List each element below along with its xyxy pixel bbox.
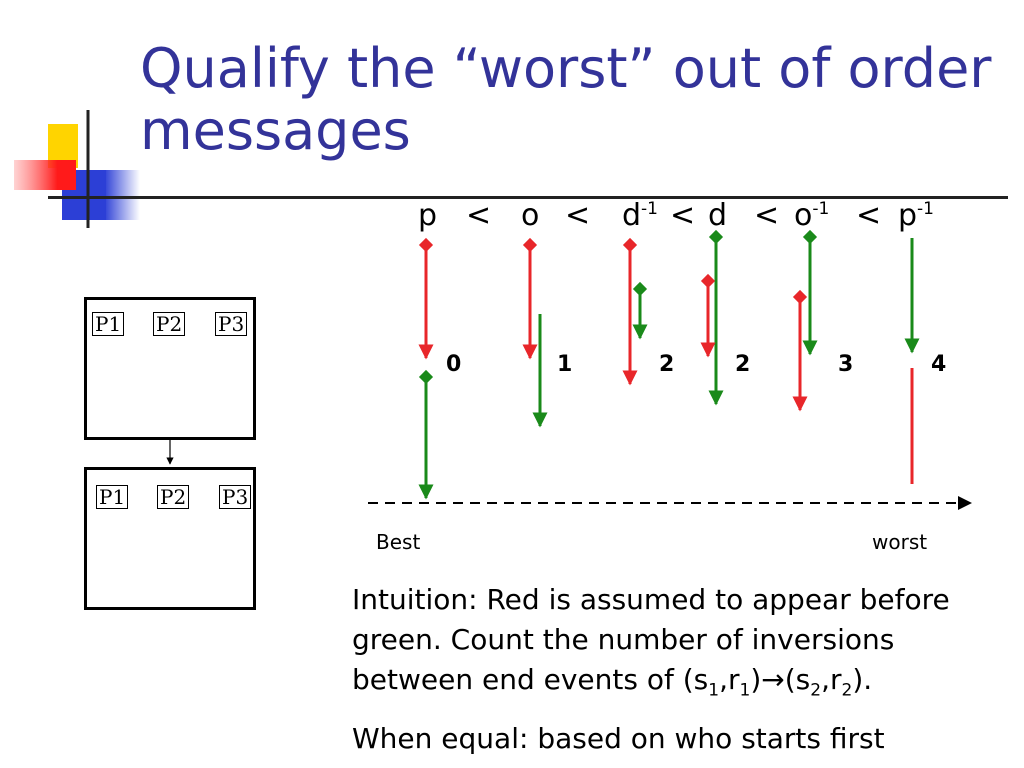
- seq-o-inverse-exp: -1: [812, 199, 830, 219]
- close-paren-1: ): [750, 663, 762, 696]
- p1-label-after: P1: [96, 485, 129, 509]
- p2-label-after: P2: [157, 485, 190, 509]
- sub-2: 2: [810, 680, 822, 701]
- process-box-before: P1 P2 P3: [84, 297, 256, 440]
- count-label-2a: 2: [659, 352, 675, 377]
- seq-d: d: [708, 198, 728, 233]
- process-box-after: P1 P2 P3: [84, 467, 256, 610]
- count-label-1: 1: [557, 352, 573, 377]
- p3-label-after: P3: [219, 485, 252, 509]
- intuition-line-1: Intuition: Red is assumed to appear befo…: [352, 583, 950, 616]
- count-label-4: 4: [931, 352, 947, 377]
- intuition-line-3: between end events of (s1,r1)→(s2,r2).: [352, 660, 1012, 711]
- seq-lt-4: <: [754, 198, 780, 233]
- sub-1b: 1: [739, 680, 751, 701]
- p2-label-before: P2: [153, 312, 186, 336]
- intuition-line-3-end: ).: [852, 663, 873, 696]
- slide-logo-decoration: [14, 110, 140, 228]
- slide-title: Qualify the “worst” out of order message…: [140, 37, 992, 162]
- comma-r-1: ,r: [719, 663, 740, 696]
- comma-r-2: ,r: [821, 663, 842, 696]
- count-label-0: 0: [446, 352, 462, 377]
- case-3-arrows: [792, 229, 818, 412]
- case-2a-arrows: [622, 237, 648, 386]
- title-divider: [48, 196, 1008, 199]
- open-s2: (s: [784, 663, 811, 696]
- seq-lt-5: <: [856, 198, 882, 233]
- seq-p: p: [418, 198, 438, 233]
- seq-p-inverse-base: p: [898, 198, 918, 233]
- case-1-arrows: [522, 237, 548, 428]
- case-0-arrows: [418, 237, 434, 500]
- sub-2b: 2: [841, 680, 853, 701]
- case-2b-arrows: [700, 229, 724, 406]
- intuition-text: Intuition: Red is assumed to appear befo…: [352, 580, 1012, 711]
- seq-p-inverse-exp: -1: [917, 199, 934, 219]
- seq-lt-3: <: [670, 198, 696, 233]
- intuition-line-3-pre: between end events of (s: [352, 663, 709, 696]
- axis-worst-label: worst: [872, 530, 928, 554]
- seq-o: o: [521, 198, 540, 233]
- seq-d-inverse-exp: -1: [641, 199, 658, 219]
- seq-d-inverse-base: d: [622, 198, 642, 233]
- seq-lt-2: <: [565, 198, 591, 233]
- sub-1: 1: [708, 680, 720, 701]
- count-label-3: 3: [838, 352, 854, 377]
- intuition-line-2: green. Count the number of inversions: [352, 623, 895, 656]
- seq-lt-1: <: [466, 198, 492, 233]
- seq-o-inverse: o-1: [794, 198, 829, 233]
- seq-p-inverse: p-1: [898, 198, 934, 233]
- when-equal-text: When equal: based on who starts first: [352, 722, 885, 755]
- p3-label-before: P3: [215, 312, 248, 336]
- p1-label-before: P1: [92, 312, 125, 336]
- right-arrow-icon: →: [761, 663, 785, 696]
- best-worst-axis: [368, 496, 972, 510]
- count-label-2b: 2: [735, 352, 751, 377]
- axis-best-label: Best: [376, 530, 421, 554]
- seq-d-inverse: d-1: [622, 198, 658, 233]
- seq-o-inverse-base: o: [794, 198, 813, 233]
